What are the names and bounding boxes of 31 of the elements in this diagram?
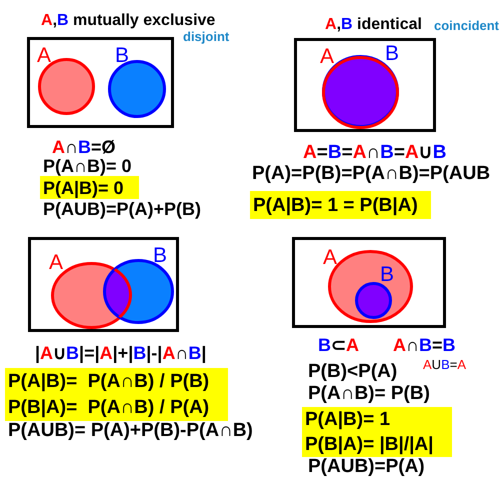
formula: AUB=A — [423, 358, 466, 373]
formula: P(AUB)= P(A)+P(B)-P(A∩B) — [8, 420, 253, 442]
set-label: A — [320, 46, 334, 67]
formula: P(A∩B)= P(B) — [308, 383, 430, 405]
highlighted-formula: P(B|A)= |B|/|A| — [302, 431, 452, 457]
set-label: B — [380, 264, 394, 285]
set-label: A — [37, 45, 52, 66]
formula: P(A)=P(B)=P(A∩B)=P(AUB — [252, 163, 490, 185]
formula: P(A∩B)= 0 — [43, 156, 132, 177]
formula: A∩B=B — [393, 335, 456, 356]
formula: P(AUB)=P(A) — [308, 456, 425, 478]
highlighted-formula: P(B|A)= P(A∩B) / P(A) — [5, 394, 228, 421]
panel-subheading: coincident — [434, 19, 500, 34]
formula: B⊂A — [318, 335, 359, 356]
set-label: B — [153, 245, 168, 266]
formula: P(B)<P(A) — [308, 361, 398, 383]
formula: A=B=A∩B=A∪B — [303, 142, 446, 164]
formula: |A∪B|=|A|+|B|-|A∩B| — [35, 343, 206, 364]
highlighted-formula: P(A|B)= P(A∩B) / P(B) — [5, 368, 228, 394]
set-label: B — [115, 45, 130, 66]
panel-heading: A,B mutually exclusive — [41, 12, 216, 30]
panel-subheading: disjoint — [183, 30, 230, 45]
formula: P(AUB)=P(A)+P(B) — [43, 199, 202, 220]
set-label: B — [385, 43, 400, 64]
highlighted-formula: P(A|B)= 1 — [302, 407, 452, 431]
set-label: A — [323, 247, 338, 268]
set-label: A — [49, 252, 64, 273]
highlighted-formula: P(A|B)= 1 = P(B|A) — [250, 191, 431, 219]
highlighted-formula: P(A|B)= 0 — [40, 176, 139, 199]
panel-heading: A,B identical — [325, 16, 422, 34]
formula: A∩B=Ø — [52, 137, 116, 158]
